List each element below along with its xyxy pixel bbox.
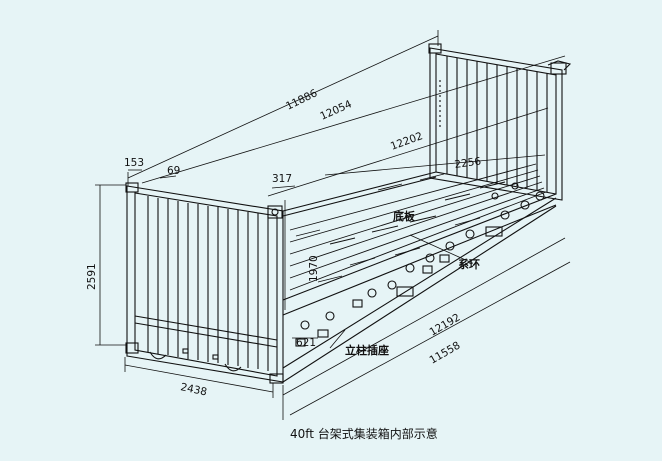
label-post-socket: 立柱插座	[345, 343, 389, 357]
dim-12192: 12192	[428, 312, 463, 339]
rear-end-wall	[428, 43, 572, 201]
floor-boards	[289, 163, 547, 291]
figure-caption: 40ft 台架式集装箱内部示意	[290, 426, 438, 441]
lashing-rings	[300, 182, 545, 330]
post-sockets	[295, 226, 503, 347]
dimension-lines	[95, 30, 571, 420]
dim-11886: 11886	[284, 87, 320, 113]
dim-2591: 2591	[86, 263, 98, 290]
dim-2256: 2256	[454, 155, 482, 171]
dim-12054: 12054	[318, 98, 354, 123]
dim-1970: 1970	[308, 255, 320, 282]
dim-317: 317	[272, 173, 292, 185]
dim-69: 69	[167, 165, 180, 177]
dim-2438: 2438	[179, 381, 208, 398]
platform-side-rails	[282, 171, 557, 383]
dim-12202: 12202	[389, 130, 424, 153]
dim-153: 153	[124, 157, 144, 169]
label-floor: 底板	[393, 209, 416, 223]
dim-621: 621	[296, 337, 316, 349]
front-end-wall	[125, 182, 284, 384]
dim-11558: 11558	[428, 340, 463, 367]
label-lashing-ring: 系环	[458, 257, 480, 271]
